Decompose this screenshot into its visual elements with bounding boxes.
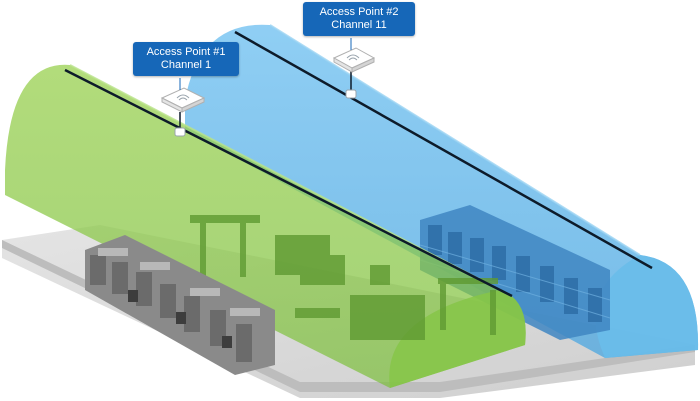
cable-connector-icon bbox=[174, 127, 186, 137]
access-point-1-label: Access Point #1 bbox=[146, 46, 226, 58]
wifi-access-point-icon bbox=[332, 47, 376, 73]
access-point-1-channel: Channel 1 bbox=[160, 59, 212, 71]
access-point-2-label: Access Point #2 bbox=[319, 6, 399, 18]
cable-connector-icon bbox=[345, 89, 357, 99]
container-stack-gray bbox=[85, 235, 275, 375]
access-point-1-callout: Access Point #1 Channel 1 bbox=[133, 42, 239, 76]
container-stack-blue-zone bbox=[419, 205, 611, 340]
access-point-2-callout: Access Point #2 Channel 11 bbox=[303, 2, 415, 36]
access-point-2-channel: Channel 11 bbox=[331, 19, 387, 31]
wifi-access-point-icon bbox=[160, 87, 206, 113]
equipment-green-zone bbox=[190, 215, 498, 340]
